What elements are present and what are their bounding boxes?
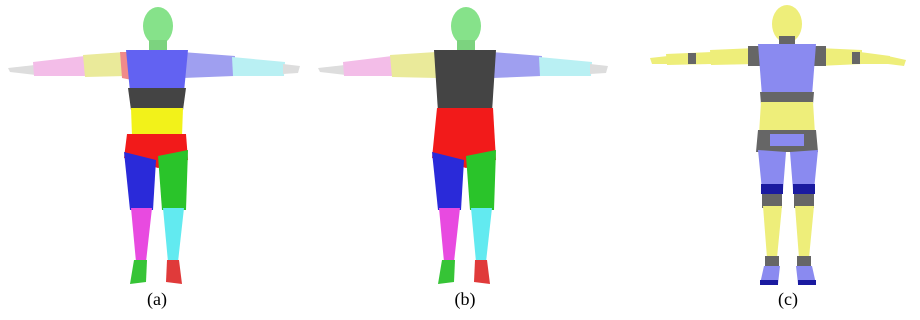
left-knee-dark-c bbox=[761, 184, 783, 194]
left-shin-a bbox=[131, 208, 152, 262]
caption-c: (c) bbox=[758, 289, 818, 310]
chest-band-a bbox=[128, 88, 186, 110]
hip-band-blue-c bbox=[770, 134, 804, 146]
right-thigh-b bbox=[466, 150, 496, 210]
left-hand-a bbox=[8, 65, 36, 75]
caption-a: (a) bbox=[127, 289, 187, 310]
right-toe-c bbox=[798, 280, 816, 285]
right-shin-b bbox=[471, 208, 492, 262]
right-knee-dark-c bbox=[793, 184, 815, 194]
human-mesh-b bbox=[318, 7, 608, 284]
right-elbow-c bbox=[852, 52, 860, 64]
left-foot-b bbox=[438, 260, 455, 284]
right-thigh-a bbox=[158, 150, 188, 210]
right-hand-c bbox=[888, 56, 906, 66]
left-knee-c bbox=[762, 194, 782, 208]
human-mesh-c bbox=[650, 5, 906, 285]
human-mesh-a bbox=[8, 7, 300, 284]
head-b bbox=[451, 7, 481, 45]
chest-a bbox=[126, 50, 188, 92]
right-upperarm-b bbox=[492, 52, 542, 78]
left-forearm-b bbox=[343, 56, 393, 76]
left-shin-b bbox=[439, 208, 460, 262]
left-toe-c bbox=[760, 280, 778, 285]
left-foot-a bbox=[130, 260, 147, 284]
left-shoulder-c bbox=[748, 46, 760, 66]
left-upperarm-b bbox=[390, 52, 437, 78]
right-forearm-a bbox=[232, 57, 285, 76]
right-hand-a bbox=[283, 64, 300, 74]
upper-back-c bbox=[758, 44, 816, 96]
right-knee-c bbox=[794, 194, 814, 208]
right-forearm-c bbox=[860, 52, 890, 64]
left-elbow-c bbox=[688, 53, 696, 64]
right-foot-b bbox=[474, 260, 490, 284]
right-shoulder-c bbox=[814, 46, 826, 66]
left-shin-c bbox=[763, 206, 782, 258]
right-shin-c bbox=[795, 206, 814, 258]
right-forearm-b bbox=[539, 57, 592, 76]
left-thigh-a bbox=[124, 152, 156, 210]
torso-b bbox=[434, 50, 496, 112]
left-thigh-b bbox=[432, 152, 464, 210]
left-forearm-a bbox=[33, 56, 86, 76]
lower-back-c bbox=[759, 102, 815, 134]
left-upperarm-a bbox=[83, 52, 126, 77]
left-hand-c bbox=[650, 56, 668, 64]
waist-a bbox=[131, 108, 183, 136]
left-hand-b bbox=[318, 65, 346, 75]
head-a bbox=[143, 7, 173, 45]
caption-b: (b) bbox=[435, 289, 495, 310]
right-upperarm-a bbox=[182, 52, 235, 78]
right-shin-a bbox=[163, 208, 184, 262]
right-hand-b bbox=[590, 64, 608, 74]
right-foot-a bbox=[166, 260, 182, 284]
